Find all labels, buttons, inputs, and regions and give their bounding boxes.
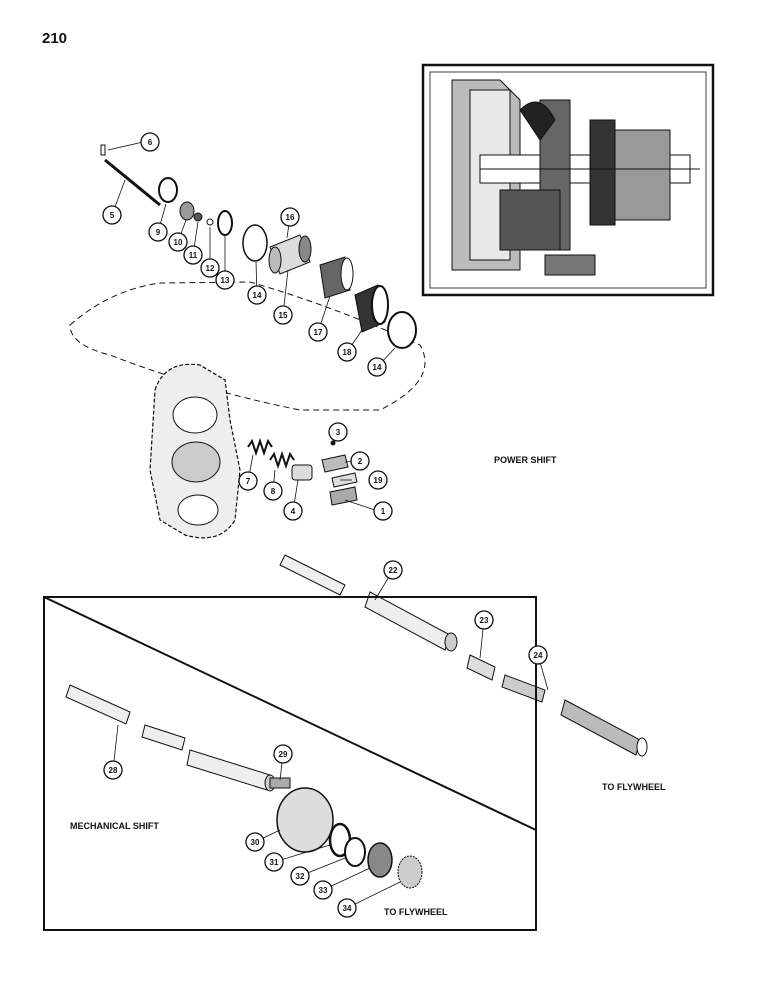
washer-part bbox=[179, 201, 195, 221]
callout-number-6: 6 bbox=[148, 138, 153, 147]
callout-number-1: 1 bbox=[381, 507, 386, 516]
callout-circle-15 bbox=[273, 305, 293, 325]
pin-part bbox=[100, 144, 161, 207]
callout-number-16: 16 bbox=[286, 213, 295, 222]
callout-circle-11 bbox=[183, 245, 203, 265]
callout-number-31: 31 bbox=[270, 858, 279, 867]
callout-number-2: 2 bbox=[358, 457, 363, 466]
phantom-outline bbox=[69, 281, 426, 411]
mechanical-shift-label: MECHANICAL SHIFT bbox=[70, 821, 159, 831]
callout-circle-18 bbox=[337, 342, 357, 362]
gear-hub-part bbox=[397, 855, 423, 889]
callout-circle-34 bbox=[337, 898, 357, 918]
callout-circle-1 bbox=[373, 501, 393, 521]
ring-part bbox=[158, 177, 178, 203]
callout-number-34: 34 bbox=[343, 904, 352, 913]
spring-part bbox=[247, 437, 295, 470]
callout-circle-24 bbox=[528, 645, 548, 665]
thrust-washer-part-2 bbox=[387, 311, 417, 349]
callout-circle-29 bbox=[273, 744, 293, 764]
callout-number-23: 23 bbox=[480, 616, 489, 625]
callout-circle-19 bbox=[368, 470, 388, 490]
callout-number-28: 28 bbox=[109, 766, 118, 775]
callout-number-7: 7 bbox=[246, 477, 251, 486]
callout-number-5: 5 bbox=[110, 211, 115, 220]
callout-number-14: 14 bbox=[253, 291, 262, 300]
ring-part-13 bbox=[217, 210, 233, 236]
callout-circle-33 bbox=[313, 880, 333, 900]
callout-circle-2 bbox=[350, 451, 370, 471]
pto-shaft-power bbox=[279, 554, 648, 757]
cross-section-inset bbox=[421, 63, 715, 297]
callout-circle-3 bbox=[328, 422, 348, 442]
callout-number-8: 8 bbox=[271, 487, 276, 496]
callout-number-4: 4 bbox=[291, 507, 296, 516]
sleeve-part bbox=[268, 234, 312, 275]
callout-number-24: 24 bbox=[534, 651, 543, 660]
callout-circle-10 bbox=[168, 232, 188, 252]
needle-bearing-part bbox=[319, 256, 354, 299]
callout-number-14: 14 bbox=[373, 363, 382, 372]
callout-number-18: 18 bbox=[343, 348, 352, 357]
to-flywheel-power-label: TO FLYWHEEL bbox=[602, 782, 666, 792]
housing-plate bbox=[149, 363, 241, 539]
callout-circle-30 bbox=[245, 832, 265, 852]
callout-number-10: 10 bbox=[174, 238, 183, 247]
callout-group: 1234567891011121314141516171819222324282… bbox=[102, 132, 548, 918]
callout-circle-12 bbox=[200, 258, 220, 278]
power-shift-label: POWER SHIFT bbox=[494, 455, 557, 465]
callout-circle-17 bbox=[308, 322, 328, 342]
callout-circle-23 bbox=[474, 610, 494, 630]
thrust-washer-part bbox=[242, 224, 268, 262]
plunger-part bbox=[291, 464, 313, 481]
callout-circle-7 bbox=[238, 471, 258, 491]
plate-part-1 bbox=[329, 486, 358, 506]
callout-circle-31 bbox=[264, 852, 284, 872]
callout-circle-32 bbox=[290, 866, 310, 886]
callout-number-3: 3 bbox=[336, 428, 341, 437]
callout-circle-22 bbox=[383, 560, 403, 580]
callout-number-9: 9 bbox=[156, 228, 161, 237]
pto-shaft-mechanical bbox=[65, 684, 276, 792]
callout-circle-8 bbox=[263, 481, 283, 501]
callout-number-33: 33 bbox=[319, 886, 328, 895]
callout-number-30: 30 bbox=[251, 838, 260, 847]
callout-number-19: 19 bbox=[374, 476, 383, 485]
flange-part bbox=[276, 787, 334, 853]
ball-part bbox=[330, 440, 336, 446]
callout-circle-4 bbox=[283, 501, 303, 521]
callout-circle-6 bbox=[140, 132, 160, 152]
small-ring-part bbox=[206, 218, 214, 226]
callout-number-22: 22 bbox=[389, 566, 398, 575]
callout-number-32: 32 bbox=[296, 872, 305, 881]
callout-circle-13 bbox=[215, 270, 235, 290]
nut-part bbox=[193, 212, 203, 222]
page-number: 210 bbox=[42, 30, 68, 47]
callout-number-11: 11 bbox=[189, 251, 198, 260]
callout-circle-9 bbox=[148, 222, 168, 242]
callout-circle-14 bbox=[247, 285, 267, 305]
callout-circle-14 bbox=[367, 357, 387, 377]
roller-bearing-part bbox=[354, 284, 389, 333]
callout-circle-16 bbox=[280, 207, 300, 227]
callout-circle-28 bbox=[103, 760, 123, 780]
callout-circle-5 bbox=[102, 205, 122, 225]
detent-part bbox=[321, 454, 349, 473]
callout-number-29: 29 bbox=[279, 750, 288, 759]
callout-number-17: 17 bbox=[314, 328, 323, 337]
callout-number-15: 15 bbox=[279, 311, 288, 320]
spacer-part bbox=[344, 837, 366, 867]
mechanical-shift-frame bbox=[43, 596, 537, 931]
callout-number-12: 12 bbox=[206, 264, 215, 273]
to-flywheel-mechanical-label: TO FLYWHEEL bbox=[384, 907, 448, 917]
bearing-part-33 bbox=[367, 842, 393, 878]
callout-number-13: 13 bbox=[221, 276, 230, 285]
mechanical-frame-diagonal bbox=[43, 596, 537, 831]
